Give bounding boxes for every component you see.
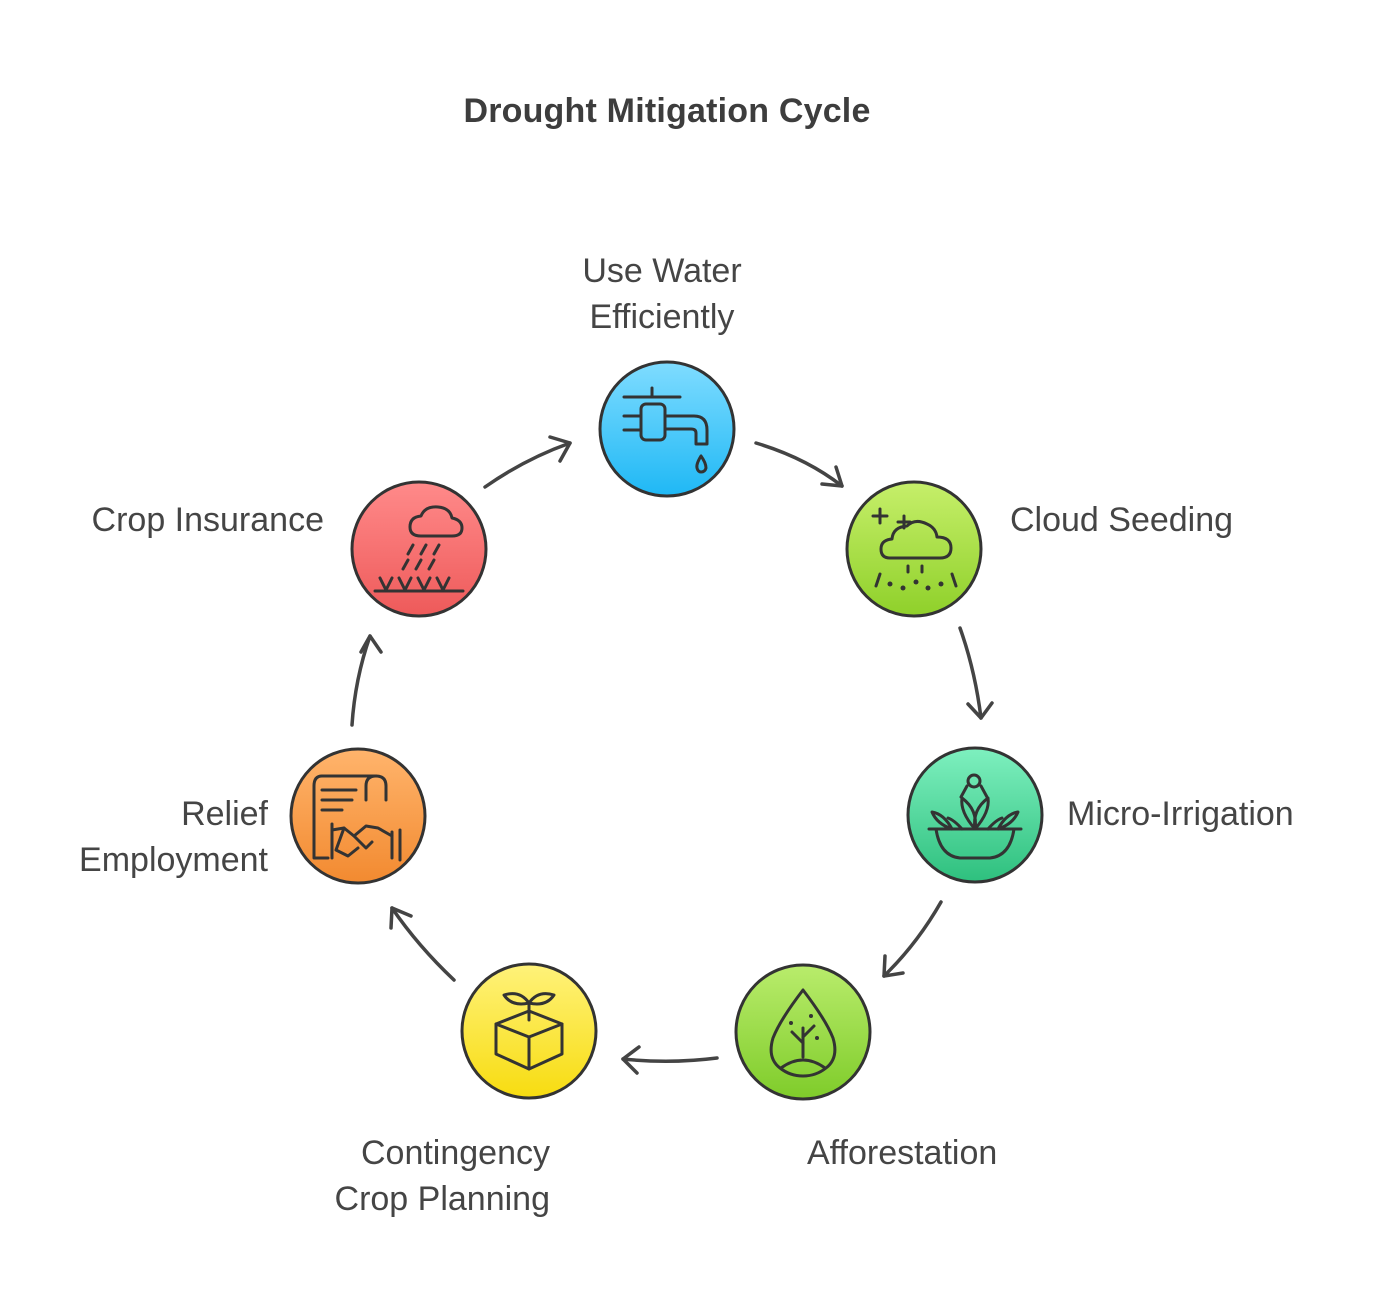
label-line: Use Water	[582, 252, 742, 290]
label-relief-employment: Relief Employment	[20, 791, 268, 883]
label-line: Afforestation	[807, 1134, 998, 1172]
plant-bowl-icon	[927, 773, 1023, 860]
arrow-afforestation-to-contingency	[621, 1045, 719, 1075]
label-cloud-seeding: Cloud Seeding	[1010, 497, 1233, 543]
tree-drop-icon	[769, 988, 837, 1078]
node-micro-irrigation	[906, 746, 1044, 884]
arrow-cloud-to-micro	[958, 626, 994, 720]
label-line: Cloud Seeding	[1010, 501, 1234, 539]
label-crop-insurance: Crop Insurance	[20, 497, 324, 543]
arrow-contingency-to-relief	[389, 906, 456, 982]
rain-crops-icon	[373, 505, 465, 593]
node-relief-employment	[289, 747, 427, 885]
arrow-insurance-to-water	[483, 435, 572, 489]
label-line: Micro-Irrigation	[1067, 795, 1294, 833]
seedling-box-icon	[494, 992, 564, 1071]
contract-handshake-icon	[312, 774, 402, 862]
cloud-seeding-icon	[871, 507, 958, 588]
label-micro-irrigation: Micro-Irrigation	[1067, 791, 1294, 837]
water-tap-icon	[622, 386, 709, 474]
label-line: Employment	[79, 841, 268, 879]
label-line: Crop Planning	[334, 1180, 550, 1218]
node-cloud-seeding	[845, 480, 983, 618]
node-afforestation	[734, 963, 872, 1101]
label-contingency-crop-planning: Contingency Crop Planning	[250, 1130, 550, 1222]
arrow-micro-to-afforestation	[882, 900, 943, 978]
label-afforestation: Afforestation	[807, 1130, 997, 1176]
diagram-title: Drought Mitigation Cycle	[463, 92, 871, 130]
arrow-water-to-cloud	[754, 441, 844, 488]
label-line: Crop Insurance	[91, 501, 324, 539]
label-use-water-efficiently: Use Water Efficiently	[542, 248, 782, 340]
node-use-water-efficiently	[598, 360, 736, 498]
node-crop-insurance	[350, 480, 488, 618]
node-contingency-crop-planning	[460, 962, 598, 1100]
label-line: Relief	[181, 795, 268, 833]
arrow-relief-to-insurance	[350, 634, 383, 727]
label-line: Efficiently	[589, 298, 735, 336]
label-line: Contingency	[360, 1134, 550, 1172]
